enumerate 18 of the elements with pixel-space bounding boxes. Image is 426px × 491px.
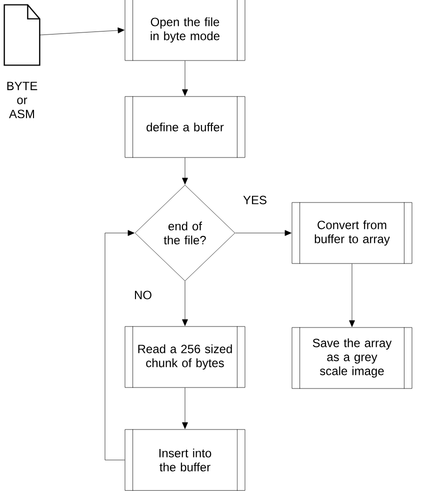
process-box: Read a 256 sized chunk of bytes: [124, 326, 246, 388]
arrow: [182, 388, 188, 429]
edge-label: NO: [133, 290, 153, 300]
process-box: define a buffer: [124, 96, 246, 158]
arrow: [182, 60, 188, 96]
file-icon: [4, 4, 40, 66]
arrow: [104, 230, 134, 460]
arrow: [40, 27, 124, 36]
arrow: [182, 158, 188, 184]
process-box: Save the array as a grey scale image: [292, 327, 412, 389]
arrow: [182, 281, 188, 326]
process-box: Open the file in byte mode: [124, 0, 246, 61]
arrow: [235, 230, 292, 236]
process-box: Insert into the buffer: [124, 429, 246, 491]
file-caption: BYTE or ASM: [7, 82, 38, 118]
arrow: [349, 264, 355, 327]
edge-label: YES: [242, 194, 268, 206]
process-box: Convert from buffer to array: [292, 202, 412, 264]
